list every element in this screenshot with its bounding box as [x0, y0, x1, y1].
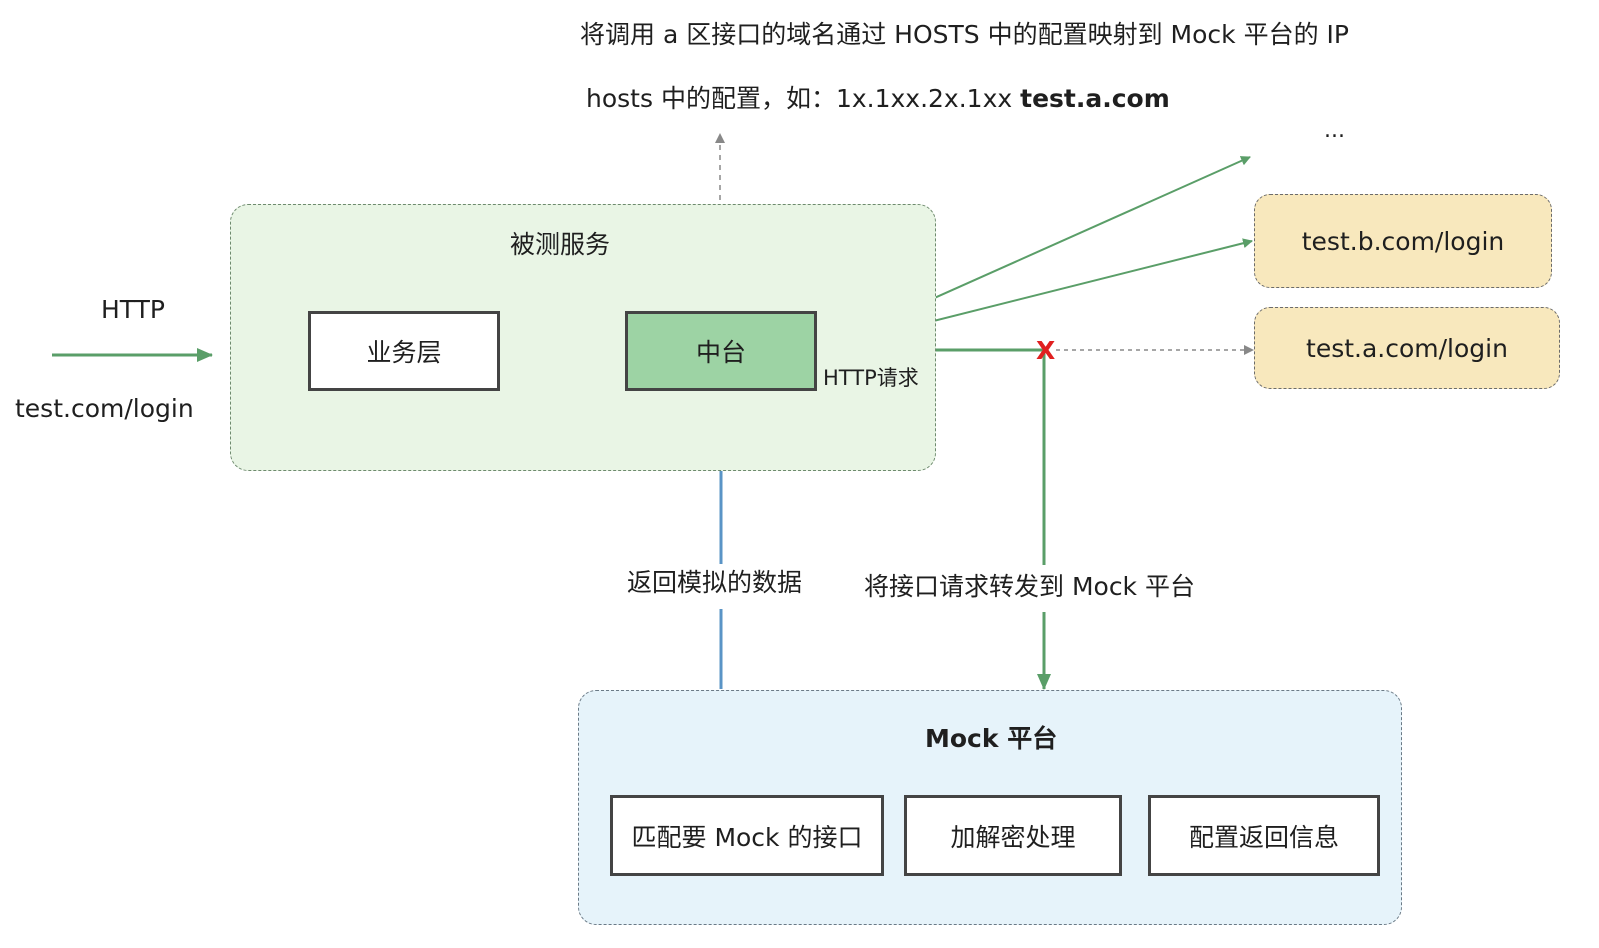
match-interface-box: 匹配要 Mock 的接口 — [610, 795, 884, 876]
hosts-config-example: hosts 中的配置，如：1x.1xx.2x.1xx test.a.com — [586, 86, 1170, 111]
forward-to-mock-label: 将接口请求转发到 Mock 平台 — [864, 572, 1195, 601]
entry-url-label: test.com/login — [15, 394, 194, 423]
service-title: 被测服务 — [510, 230, 611, 259]
mock-platform-title: Mock 平台 — [925, 724, 1058, 753]
http-request-label: HTTP请求 — [823, 366, 919, 390]
target-a-box: test.a.com/login — [1254, 307, 1560, 389]
hosts-mapping-note: 将调用 a 区接口的域名通过 HOSTS 中的配置映射到 Mock 平台的 IP — [580, 20, 1349, 49]
middle-platform-box: 中台 — [625, 311, 817, 391]
target-b-box: test.b.com/login — [1254, 194, 1552, 288]
entry-protocol-label: HTTP — [101, 295, 165, 324]
ellipsis-label: ... — [1324, 118, 1345, 143]
hosts-config-prefix: hosts 中的配置，如：1x.1xx.2x.1xx — [586, 84, 1021, 113]
config-response-box: 配置返回信息 — [1148, 795, 1380, 876]
crypto-process-box: 加解密处理 — [904, 795, 1122, 876]
business-layer-box: 业务层 — [308, 311, 500, 391]
blocked-mark: X — [1036, 336, 1056, 365]
return-mock-data-label: 返回模拟的数据 — [627, 568, 803, 597]
hosts-config-domain: test.a.com — [1020, 84, 1170, 113]
